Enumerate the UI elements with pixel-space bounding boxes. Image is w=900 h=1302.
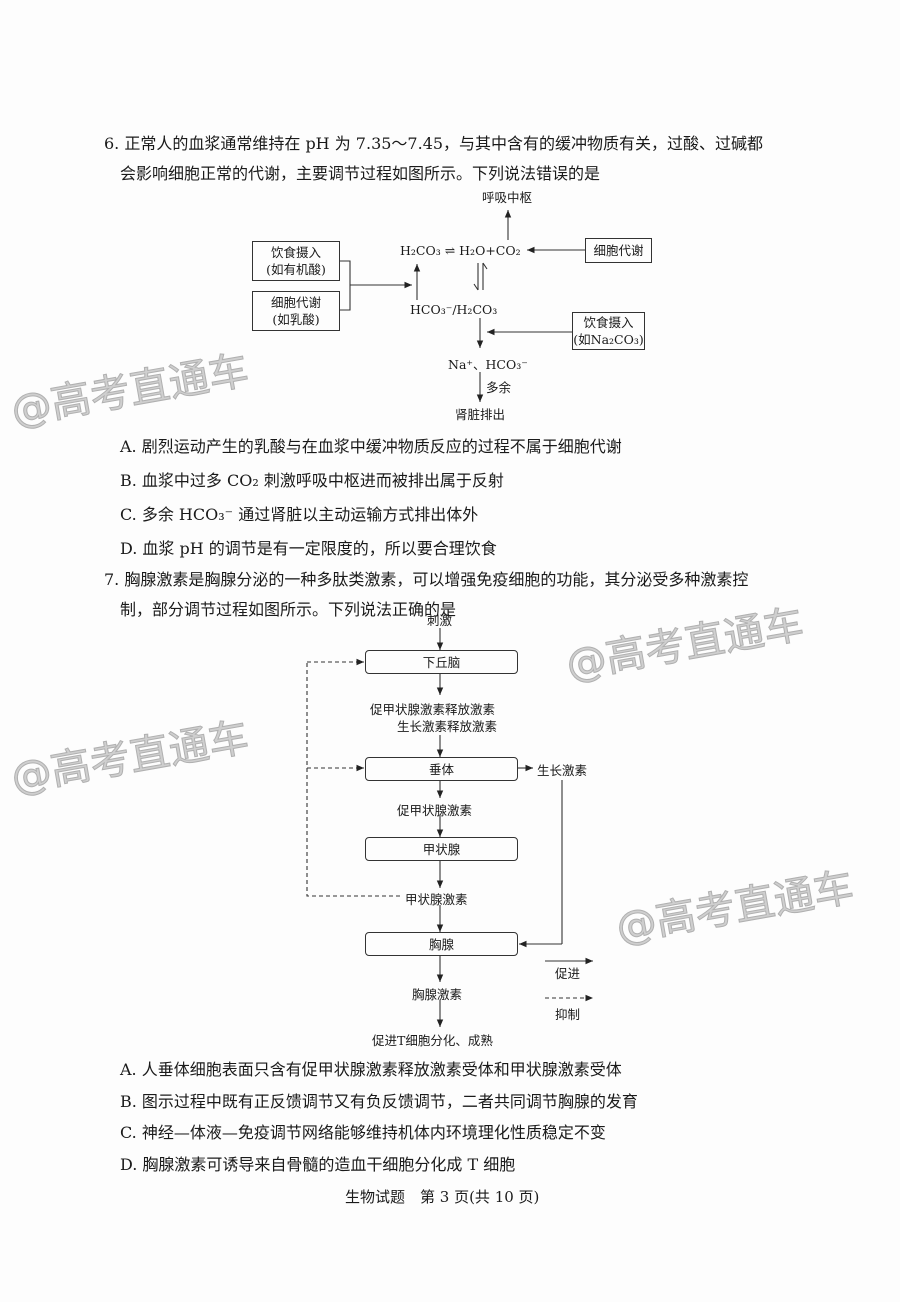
label-tsh: 促甲状腺激素 xyxy=(397,803,473,818)
box-text: (如Na₂CO₃) xyxy=(573,332,644,347)
label-buffer: HCO₃⁻/H₂CO₃ xyxy=(410,302,498,317)
label-ions: Na⁺、HCO₃⁻ xyxy=(448,357,528,372)
box-text: 饮食摄入 xyxy=(270,245,321,260)
q7-stem-line1: 7. 胸腺激素是胸腺分泌的一种多肽类激素，可以增强免疫细胞的功能，其分泌受多种激… xyxy=(104,570,749,589)
q6-option-a: A. 剧烈运动产生的乳酸与在血浆中缓冲物质反应的过程不属于细胞代谢 xyxy=(120,437,622,456)
q7-option-b: B. 图示过程中既有正反馈调节又有负反馈调节，二者共同调节胸腺的发育 xyxy=(120,1092,638,1111)
box-text: 饮食摄入 xyxy=(583,315,634,330)
label-ghrh: 生长激素释放激素 xyxy=(397,719,498,734)
page-footer: 生物试题 第 3 页(共 10 页) xyxy=(345,1188,540,1206)
label-growth-hormone: 生长激素 xyxy=(537,763,588,778)
box-text: (如乳酸) xyxy=(272,312,320,327)
box-text: 细胞代谢 xyxy=(270,295,321,310)
box-text: (如有机酸) xyxy=(266,262,326,277)
q6-option-b: B. 血浆中过多 CO₂ 刺激呼吸中枢进而被排出属于反射 xyxy=(120,471,504,490)
label-effect: 促进T细胞分化、成熟 xyxy=(372,1033,493,1048)
box-cell-metabolism: 细胞代谢 xyxy=(585,238,652,263)
q6-option-d: D. 血浆 pH 的调节是有一定限度的，所以要合理饮食 xyxy=(120,539,497,558)
legend-promote: 促进 xyxy=(555,966,581,981)
label-kidney: 肾脏排出 xyxy=(455,407,506,422)
label-respiratory-center: 呼吸中枢 xyxy=(482,190,533,205)
box-metabolism-lactic: 细胞代谢 (如乳酸) xyxy=(252,291,340,331)
box-thymus: 胸腺 xyxy=(365,932,518,956)
q7-option-a: A. 人垂体细胞表面只含有促甲状腺激素释放激素受体和甲状腺激素受体 xyxy=(120,1060,622,1079)
label-trh: 促甲状腺激素释放激素 xyxy=(370,702,496,717)
label-thymosin: 胸腺激素 xyxy=(412,987,463,1002)
label-equilibrium: H₂CO₃ ⇌ H₂O+CO₂ xyxy=(400,243,521,258)
q7-option-d: D. 胸腺激素可诱导来自骨髓的造血干细胞分化成 T 细胞 xyxy=(120,1155,516,1174)
q6-stem-line1: 6. 正常人的血浆通常维持在 pH 为 7.35～7.45，与其中含有的缓冲物质… xyxy=(104,134,764,153)
label-thyroid-hormone: 甲状腺激素 xyxy=(405,892,468,907)
q7-option-c: C. 神经—体液—免疫调节网络能够维持机体内环境理化性质稳定不变 xyxy=(120,1123,606,1142)
box-diet-base: 饮食摄入 (如Na₂CO₃) xyxy=(572,312,645,350)
box-thyroid: 甲状腺 xyxy=(365,837,518,861)
q6-stem-line2: 会影响细胞正常的代谢，主要调节过程如图所示。下列说法错误的是 xyxy=(120,164,601,183)
box-pituitary: 垂体 xyxy=(365,757,518,781)
box-hypothalamus: 下丘脑 xyxy=(365,650,518,674)
box-diet-acid: 饮食摄入 (如有机酸) xyxy=(252,241,340,281)
q7-stem-line2: 制，部分调节过程如图所示。下列说法正确的是 xyxy=(120,600,457,619)
label-stimulus: 刺激 xyxy=(427,613,453,628)
legend-inhibit: 抑制 xyxy=(555,1007,581,1022)
label-excess: 多余 xyxy=(486,380,512,395)
q6-option-c: C. 多余 HCO₃⁻ 通过肾脏以主动运输方式排出体外 xyxy=(120,505,479,524)
